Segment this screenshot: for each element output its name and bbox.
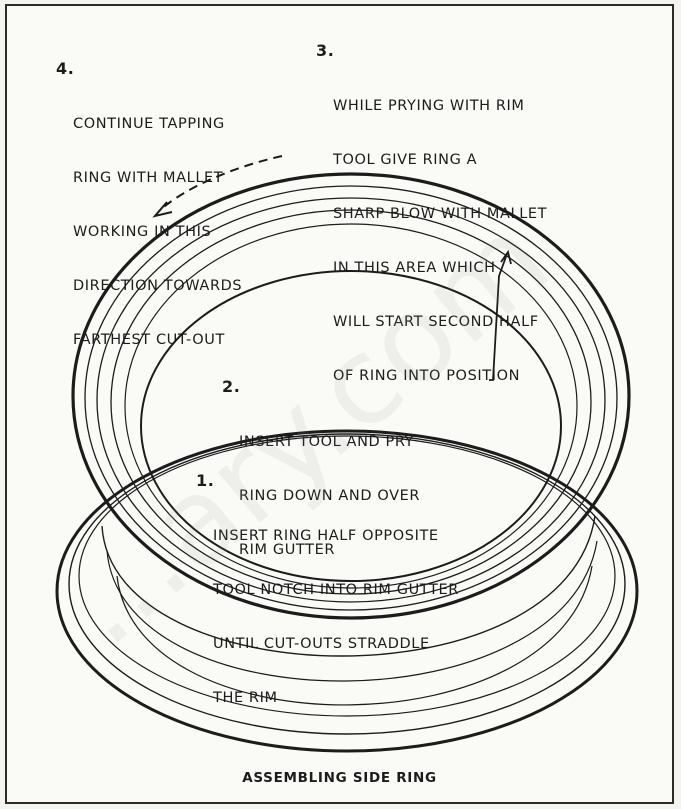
step-1-text: 1. INSERT RING HALF OPPOSITE TOOL NOTCH … — [213, 473, 459, 743]
step-4-line: CONTINUE TAPPING — [73, 115, 242, 133]
step-4-line: WORKING IN THIS — [73, 223, 242, 241]
figure-caption: ASSEMBLING SIDE RING — [7, 770, 672, 786]
step-3-line: IN THIS AREA WHICH — [333, 259, 547, 277]
step-3-number: 3. — [316, 42, 334, 60]
step-4-line: RING WITH MALLET — [73, 169, 242, 187]
step-3-line: TOOL GIVE RING A — [333, 151, 547, 169]
step-2-line: INSERT TOOL AND PRY — [239, 433, 420, 451]
step-3-text: 3. WHILE PRYING WITH RIM TOOL GIVE RING … — [333, 43, 547, 421]
diagram-frame: 4. CONTINUE TAPPING RING WITH MALLET WOR… — [5, 4, 674, 804]
step-4-number: 4. — [56, 60, 74, 78]
step-2-number: 2. — [222, 378, 240, 396]
step-1-line: THE RIM — [213, 689, 459, 707]
step-4-line: FARTHEST CUT-OUT — [73, 331, 242, 349]
step-4-line: DIRECTION TOWARDS — [73, 277, 242, 295]
step-1-number: 1. — [196, 472, 214, 490]
step-3-line: WHILE PRYING WITH RIM — [333, 97, 547, 115]
step-1-line: INSERT RING HALF OPPOSITE — [213, 527, 459, 545]
step-1-line: TOOL NOTCH INTO RIM GUTTER — [213, 581, 459, 599]
step-1-line: UNTIL CUT-OUTS STRADDLE — [213, 635, 459, 653]
step-3-line: SHARP BLOW WITH MALLET — [333, 205, 547, 223]
step-4-text: 4. CONTINUE TAPPING RING WITH MALLET WOR… — [73, 61, 242, 385]
step-3-line: WILL START SECOND HALF — [333, 313, 547, 331]
